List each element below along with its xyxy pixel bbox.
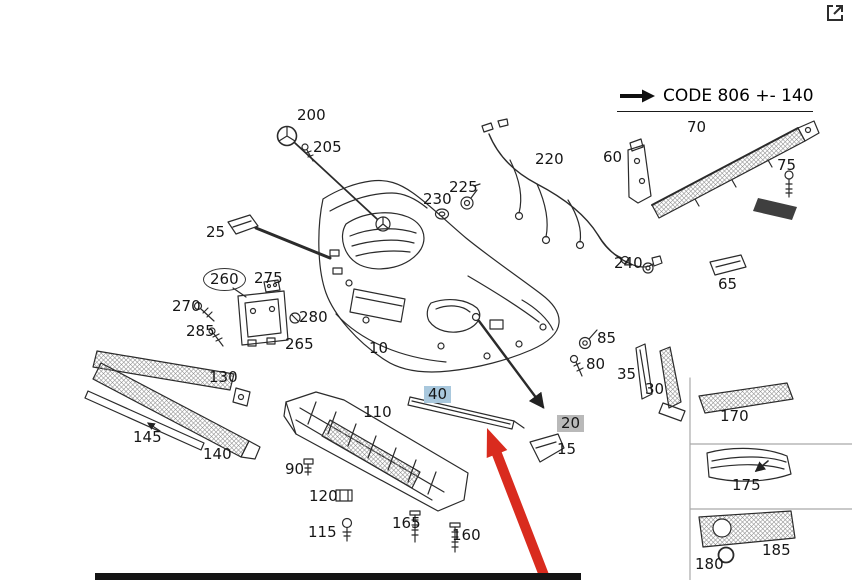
part-label-120[interactable]: 120: [309, 487, 338, 505]
grommet-230-drawing: [434, 208, 450, 220]
arrow-right-icon: [620, 89, 655, 103]
part-label-35[interactable]: 35: [617, 365, 637, 383]
bracket-35-drawing: [635, 343, 653, 400]
part-label-10[interactable]: 10: [369, 339, 389, 357]
license-bracket-drawing: [232, 279, 289, 347]
cowl-grille-70-drawing: [651, 120, 820, 220]
bracket-60-drawing: [627, 138, 652, 204]
part-label-175[interactable]: 175: [732, 476, 761, 494]
part-label-115[interactable]: 115: [308, 523, 337, 541]
screw-285-drawing: [208, 327, 224, 347]
screw-75-drawing: [784, 170, 794, 198]
clip-90-drawing: [303, 458, 314, 476]
part-label-205[interactable]: 205: [313, 138, 342, 156]
screw-165-drawing: [409, 510, 421, 543]
part-label-225[interactable]: 225: [449, 178, 478, 196]
bolt-80-drawing: [569, 354, 584, 377]
part-label-230[interactable]: 230: [423, 190, 452, 208]
part-label-140[interactable]: 140: [203, 445, 232, 463]
part-label-65[interactable]: 65: [718, 275, 738, 293]
part-label-145[interactable]: 145: [133, 428, 162, 446]
trim-strip-145-drawing: [84, 390, 205, 451]
grille-185-drawing: [698, 510, 796, 548]
side-panel-dividers: [689, 377, 852, 580]
screw-160-drawing: [449, 522, 461, 553]
belly-pan-110-drawing: [283, 391, 469, 512]
part-label-130[interactable]: 130: [209, 368, 238, 386]
part-label-165[interactable]: 165: [392, 514, 421, 532]
part-label-30[interactable]: 30: [645, 380, 665, 398]
part-label-60[interactable]: 60: [603, 148, 623, 166]
bracket-30-drawing: [658, 346, 686, 422]
part-label-80[interactable]: 80: [586, 355, 606, 373]
grille-170-drawing: [698, 382, 794, 414]
grille-strip-140-drawing: [92, 362, 261, 460]
sensor-225-drawing: [460, 183, 481, 210]
part-label-275[interactable]: 275: [254, 269, 283, 287]
pointer-to-part-20-line: [471, 312, 545, 409]
cover-15-drawing: [529, 433, 565, 463]
part-label-70[interactable]: 70: [687, 118, 707, 136]
emblem-200-drawing: [276, 125, 378, 220]
part-label-265[interactable]: 265: [285, 335, 314, 353]
screw-270-drawing: [193, 301, 215, 322]
part-label-40-selected[interactable]: 40: [424, 386, 452, 403]
part-label-90[interactable]: 90: [285, 460, 305, 478]
part-label-75[interactable]: 75: [777, 156, 797, 174]
selection-arrow: [486, 428, 550, 580]
part-label-15[interactable]: 15: [557, 440, 577, 458]
wedge-25-drawing: [227, 214, 332, 260]
bottom-bar: [95, 573, 581, 580]
part-label-200[interactable]: 200: [297, 106, 326, 124]
part-label-170[interactable]: 170: [720, 407, 749, 425]
code-legend-text: CODE 806 +- 140: [663, 86, 814, 106]
sensor-240-drawing: [642, 262, 654, 274]
part-label-20-selected[interactable]: 20: [557, 415, 585, 432]
molding-40-drawing: [407, 396, 525, 430]
grille-strip-130-drawing: [92, 350, 251, 407]
part-label-270[interactable]: 270: [172, 297, 201, 315]
part-label-25[interactable]: 25: [206, 223, 226, 241]
code-legend: CODE 806 +- 140: [620, 86, 814, 106]
part-label-220[interactable]: 220: [535, 150, 564, 168]
part-label-260[interactable]: 260: [203, 268, 246, 291]
grommet-280-drawing: [289, 312, 301, 324]
bumper-cover-drawing: [318, 179, 560, 373]
part-label-280[interactable]: 280: [299, 308, 328, 326]
wedge-65-drawing: [709, 254, 747, 276]
sensor-85-drawing: [578, 329, 598, 350]
share-icon[interactable]: [824, 2, 846, 24]
ring-180-drawing: [717, 546, 735, 564]
part-label-180[interactable]: 180: [695, 555, 724, 573]
grille-175-drawing: [706, 447, 792, 482]
clip-120-drawing: [335, 489, 353, 502]
part-label-185[interactable]: 185: [762, 541, 791, 559]
rivet-115-drawing: [341, 517, 353, 542]
part-label-110[interactable]: 110: [363, 403, 392, 421]
part-label-285[interactable]: 285: [186, 322, 215, 340]
harness-220-drawing: [481, 118, 663, 268]
part-label-160[interactable]: 160: [452, 526, 481, 544]
screw-205-drawing: [301, 143, 314, 162]
part-label-240[interactable]: 240: [614, 254, 643, 272]
part-label-85[interactable]: 85: [597, 329, 617, 347]
legend-underline: [617, 111, 813, 112]
